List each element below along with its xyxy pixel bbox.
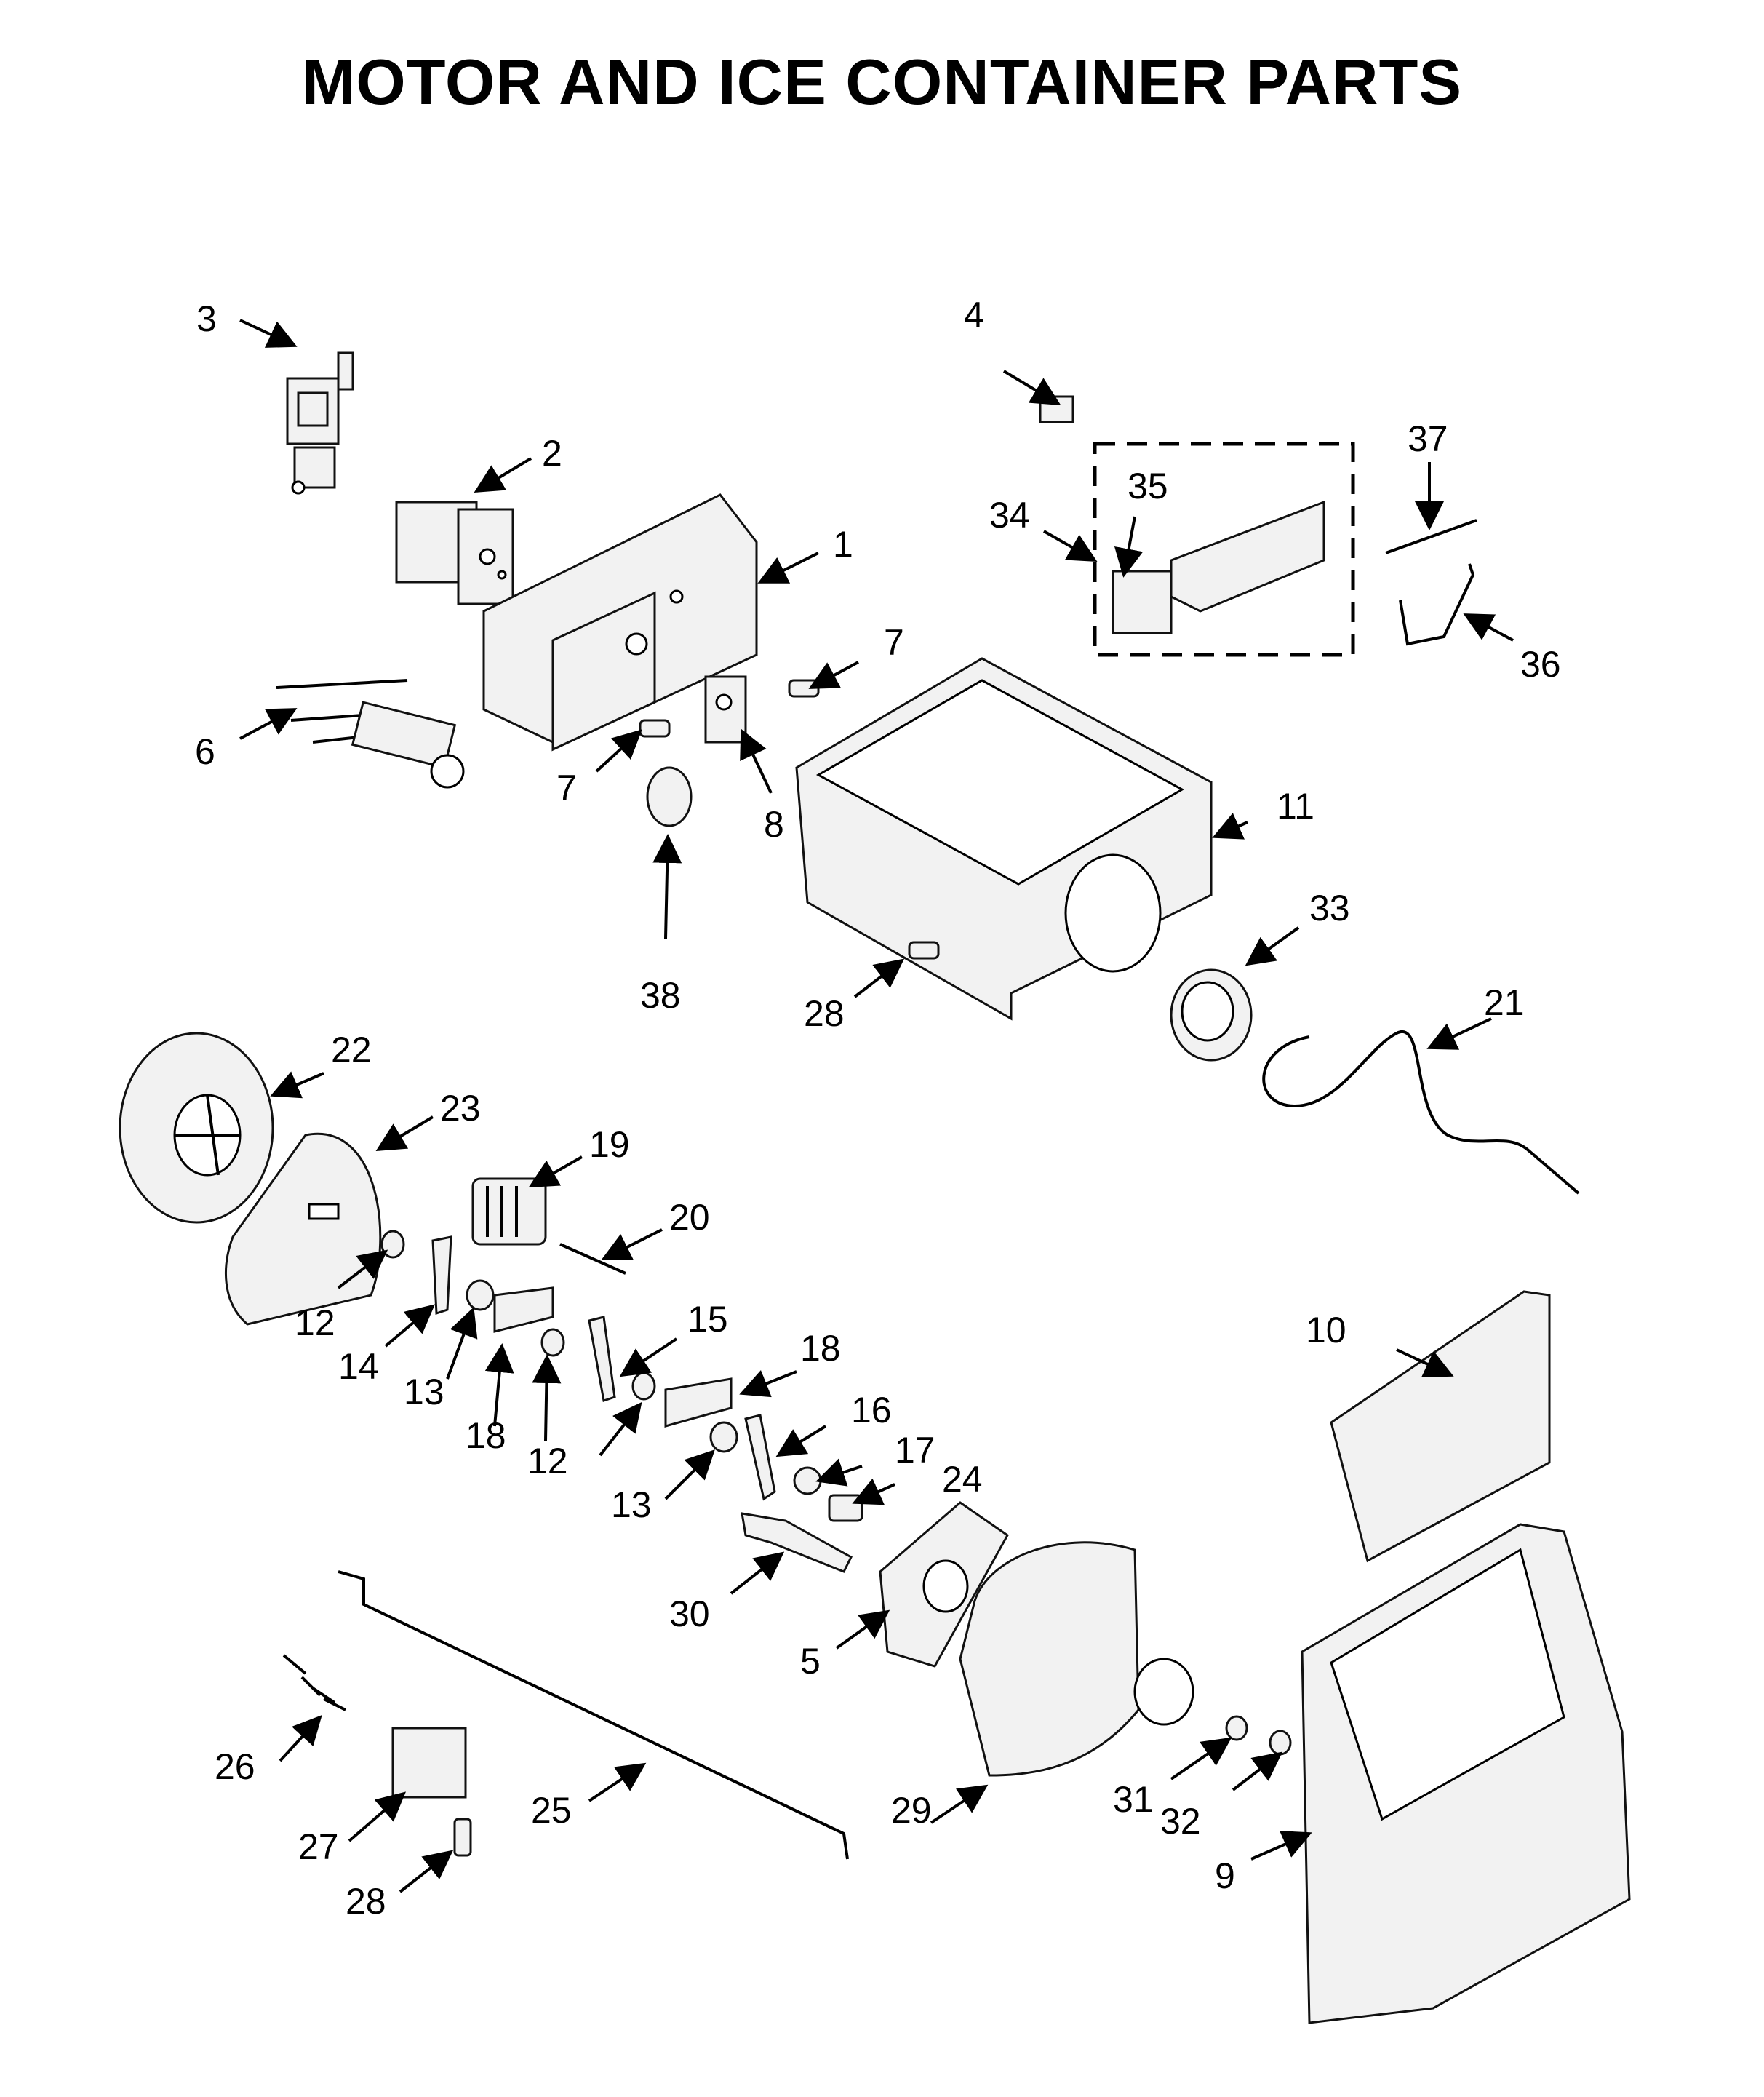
callout-28a: 28 (804, 993, 845, 1034)
part-screw-28a (908, 941, 940, 960)
callout-30: 30 (669, 1593, 710, 1634)
callout-7b: 7 (556, 768, 577, 808)
callout-15: 15 (687, 1299, 728, 1340)
part-blade-18a (493, 1286, 554, 1333)
part-motor-housing (959, 1541, 1194, 1777)
callout-35: 35 (1128, 466, 1168, 506)
callout-18a: 18 (466, 1415, 506, 1456)
callout-37: 37 (1408, 418, 1448, 459)
part-bin-front (1301, 1523, 1631, 2024)
callout-9: 9 (1215, 1855, 1235, 1896)
callout-16: 16 (851, 1390, 892, 1431)
part-motor (395, 501, 514, 605)
callout-10: 10 (1306, 1310, 1346, 1350)
part-clip-37 (1385, 519, 1477, 554)
part-water-valve (286, 351, 354, 495)
callout-20: 20 (669, 1197, 710, 1238)
callout-13b: 13 (611, 1484, 652, 1525)
callout-14: 14 (338, 1346, 379, 1387)
callout-34: 34 (989, 495, 1030, 536)
part-coupler (704, 675, 747, 744)
callout-11: 11 (1277, 786, 1314, 827)
part-crusher (471, 1177, 547, 1246)
callout-18b: 18 (800, 1328, 841, 1369)
callout-6: 6 (195, 731, 215, 772)
part-hub-12c (631, 1372, 656, 1401)
callout-26: 26 (215, 1746, 255, 1787)
callout-12b: 12 (527, 1441, 568, 1481)
part-spring (282, 1654, 346, 1711)
part-harness (276, 679, 465, 789)
callout-21: 21 (1484, 982, 1525, 1023)
part-clip-32 (1269, 1730, 1292, 1756)
callout-27: 27 (298, 1826, 339, 1867)
callout-29: 29 (891, 1790, 932, 1831)
callout-7a: 7 (884, 622, 904, 663)
callout-4: 4 (964, 295, 984, 335)
callout-23: 23 (440, 1088, 481, 1129)
part-shutter (741, 1512, 853, 1573)
part-fitting (828, 1494, 863, 1522)
callout-22: 22 (331, 1030, 372, 1070)
callout-24: 24 (942, 1459, 983, 1500)
leader-lines (239, 319, 1514, 1893)
part-bracket-27 (391, 1727, 467, 1799)
callout-13a: 13 (404, 1372, 444, 1412)
callout-31: 31 (1113, 1779, 1154, 1820)
part-blade-15 (588, 1316, 616, 1402)
part-clip-4 (1039, 395, 1074, 423)
part-ice-container (795, 657, 1213, 1021)
callout-5: 5 (800, 1641, 821, 1682)
callout-12a: 12 (295, 1302, 335, 1343)
part-panel (338, 1570, 849, 1860)
callout-2: 2 (542, 433, 562, 474)
part-bearing (1170, 968, 1253, 1062)
part-nut (793, 1466, 822, 1495)
part-washer-31 (1225, 1715, 1248, 1741)
callout-36: 36 (1520, 644, 1561, 685)
callout-33: 33 (1309, 888, 1350, 928)
part-screw-28b (453, 1818, 472, 1857)
callout-38: 38 (640, 975, 681, 1016)
part-drive-wheel (119, 1032, 274, 1224)
part-gear-plate (879, 1501, 1009, 1668)
callout-32: 32 (1160, 1801, 1201, 1842)
part-wire-arm (1399, 563, 1475, 646)
part-washer-13b (709, 1421, 738, 1453)
part-washer-13a (466, 1279, 495, 1311)
part-cover-plate (225, 1132, 382, 1326)
part-blade-14 (431, 1235, 452, 1316)
callout-19: 19 (589, 1124, 630, 1165)
part-knob (646, 766, 693, 827)
part-blade-18b (664, 1377, 733, 1428)
part-housing-bracket (482, 493, 758, 752)
part-screw-7a (788, 679, 820, 698)
part-shaft (559, 1243, 626, 1275)
callout-1: 1 (833, 524, 853, 565)
callout-28b: 28 (346, 1881, 386, 1922)
part-hub-12b (540, 1328, 565, 1357)
part-auger-wire (1262, 1030, 1580, 1195)
part-blade-16 (744, 1414, 776, 1501)
part-screw-7b (639, 719, 671, 738)
callout-8: 8 (764, 804, 784, 845)
callout-25: 25 (531, 1790, 572, 1831)
callout-labels: 1 2 3 4 5 6 7 7 8 9 10 11 12 12 13 13 14… (195, 295, 1561, 1922)
page-title: MOTOR AND ICE CONTAINER PARTS (301, 46, 1463, 118)
callout-3: 3 (196, 298, 217, 339)
part-door-flap (1330, 1290, 1551, 1563)
callout-17: 17 (895, 1430, 935, 1471)
